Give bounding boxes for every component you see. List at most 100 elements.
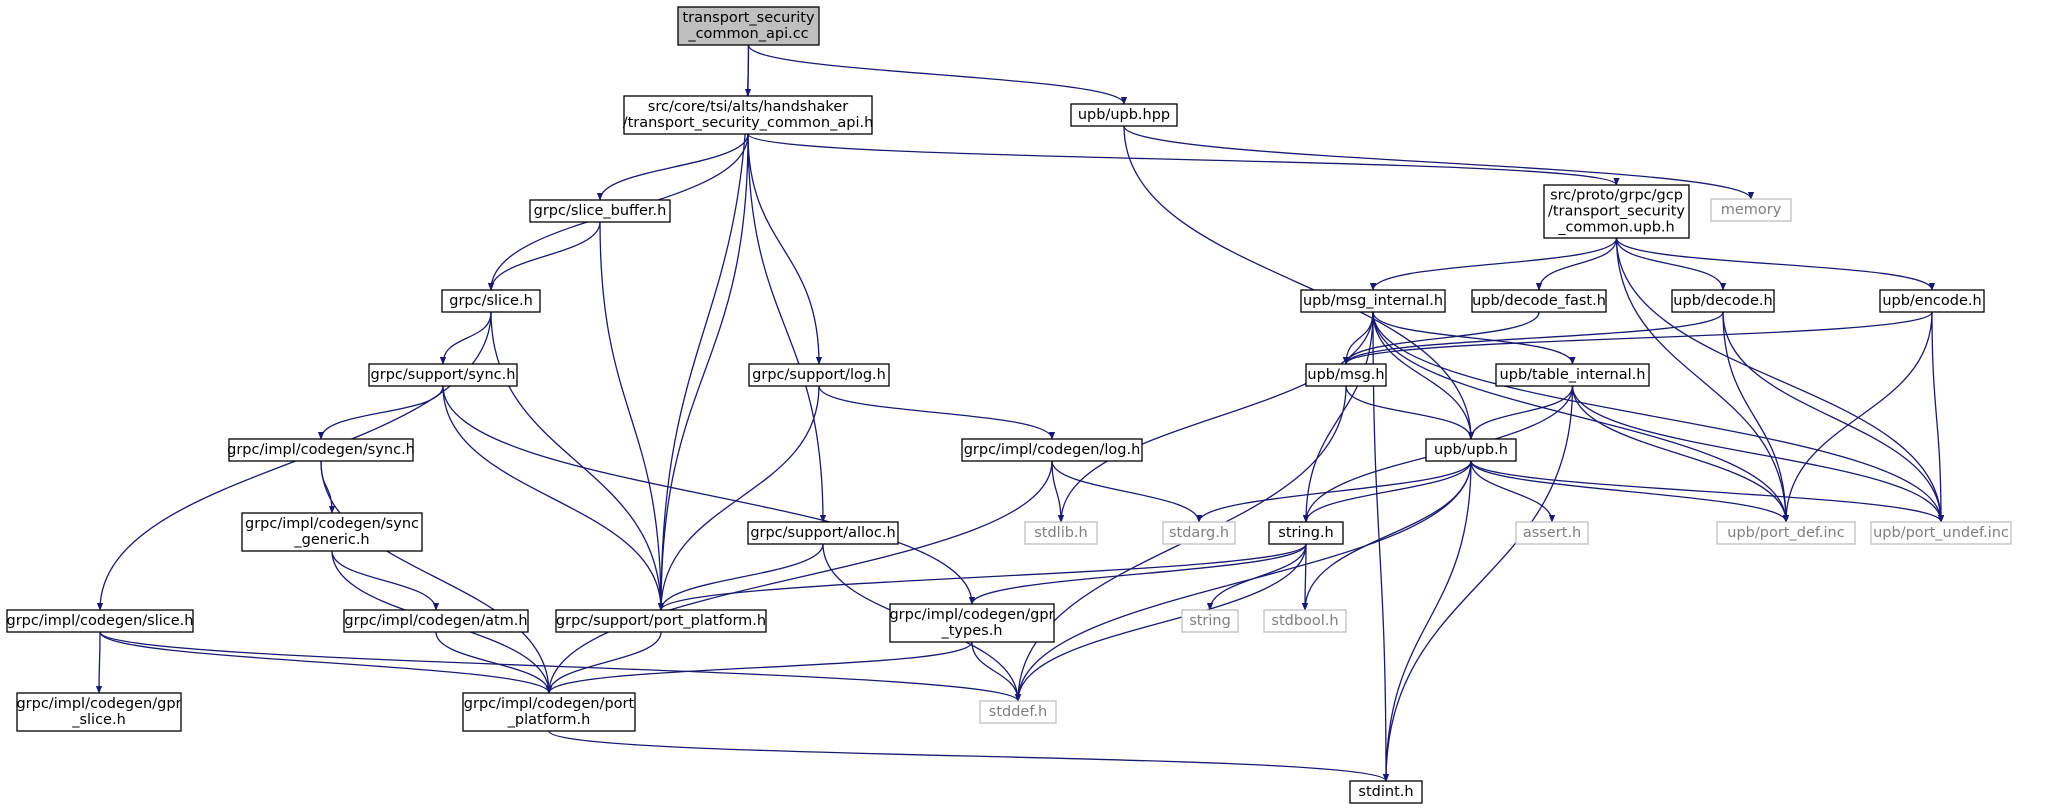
node-label-line: upb/upb.h	[1434, 442, 1508, 458]
edge-root-to-upb_hpp	[747, 44, 1128, 105]
node-box	[1024, 521, 1098, 545]
node-stdlib[interactable]: stdlib.h	[1024, 521, 1098, 545]
edge-slice_buffer-to-slice_h	[487, 221, 601, 291]
node-box	[343, 609, 529, 633]
node-memory[interactable]: memory	[1710, 198, 1792, 222]
node-label-line: _common_api.cc	[687, 26, 808, 42]
node-gcp-upb[interactable]: src/proto/grpc/gcp/transport_security_co…	[1543, 184, 1690, 239]
node-label-line: /transport_security	[1548, 204, 1685, 220]
edge-codegen_port_platform-to-stdint	[548, 730, 1389, 782]
edge-gpr_types-to-stddef	[971, 641, 1022, 702]
node-gpr-slice[interactable]: grpc/impl/codegen/gpr_slice.h	[16, 692, 182, 732]
node-alloc-h[interactable]: grpc/support/alloc.h	[747, 521, 899, 545]
node-box	[747, 521, 899, 545]
node-label-line: _types.h	[941, 623, 1003, 639]
node-label-line: grpc/support/log.h	[752, 367, 886, 383]
node-box	[228, 438, 414, 462]
node-label-line: upb/encode.h	[1882, 293, 1981, 309]
edge-gcp_upb-to-decode_fast	[1535, 237, 1618, 291]
node-codegen-slice[interactable]: grpc/impl/codegen/slice.h	[6, 609, 194, 633]
node-label-line: grpc/support/port_platform.h	[556, 613, 766, 629]
node-box	[1268, 521, 1344, 545]
node-stddef[interactable]: stddef.h	[979, 700, 1057, 724]
node-slice-buffer[interactable]: grpc/slice_buffer.h	[529, 199, 671, 223]
edge-decode-to-port_def	[1722, 311, 1790, 523]
edge-sync_h-to-gpr_types	[442, 385, 976, 605]
node-codegen-port-platform[interactable]: grpc/impl/codegen/port_platform.h	[462, 692, 636, 732]
node-box	[1515, 521, 1589, 545]
edge-upb_h-to-stddef	[1014, 460, 1472, 702]
node-string-std[interactable]: string	[1181, 609, 1239, 633]
edge-gcp_upb-to-port_def	[1615, 237, 1790, 523]
edge-table_internal-to-port_undef	[1571, 385, 1945, 523]
edge-tsci_h-to-alloc_h	[747, 133, 827, 523]
node-label-line: src/proto/grpc/gcp	[1550, 188, 1683, 204]
node-label-line: memory	[1721, 202, 1782, 218]
node-box	[368, 363, 518, 387]
node-msg-h[interactable]: upb/msg.h	[1305, 363, 1387, 387]
node-decode[interactable]: upb/decode.h	[1671, 289, 1775, 313]
node-encode[interactable]: upb/encode.h	[1879, 289, 1985, 313]
node-atm[interactable]: grpc/impl/codegen/atm.h	[343, 609, 529, 633]
edge-upb_h-to-assert	[1470, 460, 1556, 523]
node-label-line: grpc/impl/codegen/log.h	[964, 442, 1141, 458]
node-sync-h[interactable]: grpc/support/sync.h	[368, 363, 518, 387]
node-log-h[interactable]: grpc/support/log.h	[748, 363, 890, 387]
node-stdbool[interactable]: stdbool.h	[1263, 609, 1347, 633]
node-box	[1870, 521, 2012, 545]
node-box	[1671, 289, 1775, 313]
node-support-port-platform[interactable]: grpc/support/port_platform.h	[555, 609, 767, 633]
edge-support_port_platform-to-codegen_port_platform	[545, 631, 662, 694]
node-root[interactable]: transport_security_common_api.cc	[677, 6, 820, 46]
node-box	[555, 609, 767, 633]
node-upb-hpp[interactable]: upb/upb.hpp	[1070, 103, 1178, 127]
node-port-undef[interactable]: upb/port_undef.inc	[1870, 521, 2012, 545]
node-table-internal[interactable]: upb/table_internal.h	[1495, 363, 1650, 387]
edge-tsci_h-to-slice_buffer	[596, 133, 749, 201]
edge-upb_h-to-stdarg	[1195, 460, 1472, 523]
node-label-line: upb/msg_internal.h	[1303, 293, 1443, 309]
edge-log_h-to-codegen_log	[818, 385, 1056, 440]
node-decode-fast[interactable]: upb/decode_fast.h	[1471, 289, 1607, 313]
edge-atm-to-codegen_port_platform	[435, 631, 553, 694]
node-stdarg[interactable]: stdarg.h	[1162, 521, 1236, 545]
edge-msg_internal-to-string_h	[1302, 311, 1374, 523]
node-box	[677, 6, 820, 46]
node-string-h[interactable]: string.h	[1268, 521, 1344, 545]
node-upb-h[interactable]: upb/upb.h	[1425, 438, 1517, 462]
node-codegen-log[interactable]: grpc/impl/codegen/log.h	[961, 438, 1143, 462]
node-box	[1162, 521, 1236, 545]
node-sync-generic[interactable]: grpc/impl/codegen/sync_generic.h	[241, 512, 423, 552]
edge-codegen_log-to-codegen_port_platform	[545, 460, 1053, 694]
edge-alloc_h-to-support_port_platform	[657, 543, 824, 611]
node-msg-internal[interactable]: upb/msg_internal.h	[1300, 289, 1446, 313]
edge-string_h-to-gpr_types	[968, 543, 1307, 605]
edge-sync_generic-to-atm	[331, 550, 440, 611]
node-codegen-sync[interactable]: grpc/impl/codegen/sync.h	[227, 438, 415, 462]
node-label-line: grpc/impl/codegen/gpr	[16, 696, 181, 712]
edge-msg_internal-to-port_def	[1372, 311, 1790, 523]
node-label-line: string	[1189, 613, 1231, 629]
edge-codegen_sync-to-sync_generic	[320, 460, 336, 514]
node-box	[1181, 609, 1239, 633]
node-box	[241, 512, 423, 552]
node-label-line: grpc/impl/codegen/gpr	[889, 607, 1054, 623]
edge-table_internal-to-stdint	[1382, 385, 1574, 782]
edge-table_internal-to-port_def	[1571, 385, 1790, 523]
node-port-def[interactable]: upb/port_def.inc	[1716, 521, 1856, 545]
node-assert[interactable]: assert.h	[1515, 521, 1589, 545]
edge-msg_internal-to-stdint	[1372, 311, 1390, 782]
node-label-line: stdbool.h	[1271, 613, 1338, 629]
node-gpr-types[interactable]: grpc/impl/codegen/gpr_types.h	[889, 603, 1055, 643]
node-stdint[interactable]: stdint.h	[1349, 780, 1423, 804]
edge-encode-to-port_undef	[1931, 311, 1945, 523]
edge-msg_internal-to-table_internal	[1372, 311, 1576, 365]
node-slice-h[interactable]: grpc/slice.h	[441, 289, 541, 313]
node-box	[1070, 103, 1178, 127]
node-label-line: grpc/slice.h	[449, 293, 533, 309]
node-tsci-h[interactable]: src/core/tsi/alts/handshaker/transport_s…	[623, 95, 874, 135]
node-box	[1879, 289, 1985, 313]
edge-upb_hpp-to-upb_h	[1123, 125, 1475, 440]
edge-codegen_log-to-stdlib	[1051, 460, 1065, 523]
